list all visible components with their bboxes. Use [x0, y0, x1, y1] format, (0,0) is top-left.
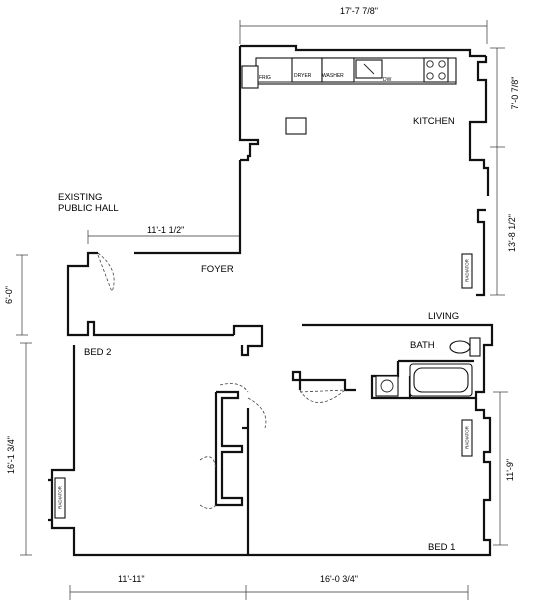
kitchen-counter	[241, 57, 457, 135]
toilet-tank	[469, 337, 481, 357]
bath-sink	[375, 375, 399, 397]
fridge-box	[241, 65, 259, 89]
radiators	[54, 253, 473, 519]
washer-box	[321, 57, 355, 83]
door-swings	[97, 252, 346, 509]
toilet-bowl	[449, 340, 471, 354]
radiator-bed1	[461, 419, 473, 457]
cabinet	[285, 117, 307, 135]
stove	[423, 57, 449, 83]
radiator-bed2	[54, 477, 66, 519]
bath-fixtures	[375, 337, 481, 397]
walls	[48, 44, 494, 557]
dimension-lines	[16, 20, 508, 600]
dryer-box	[291, 57, 323, 83]
radiator-living	[461, 253, 473, 289]
